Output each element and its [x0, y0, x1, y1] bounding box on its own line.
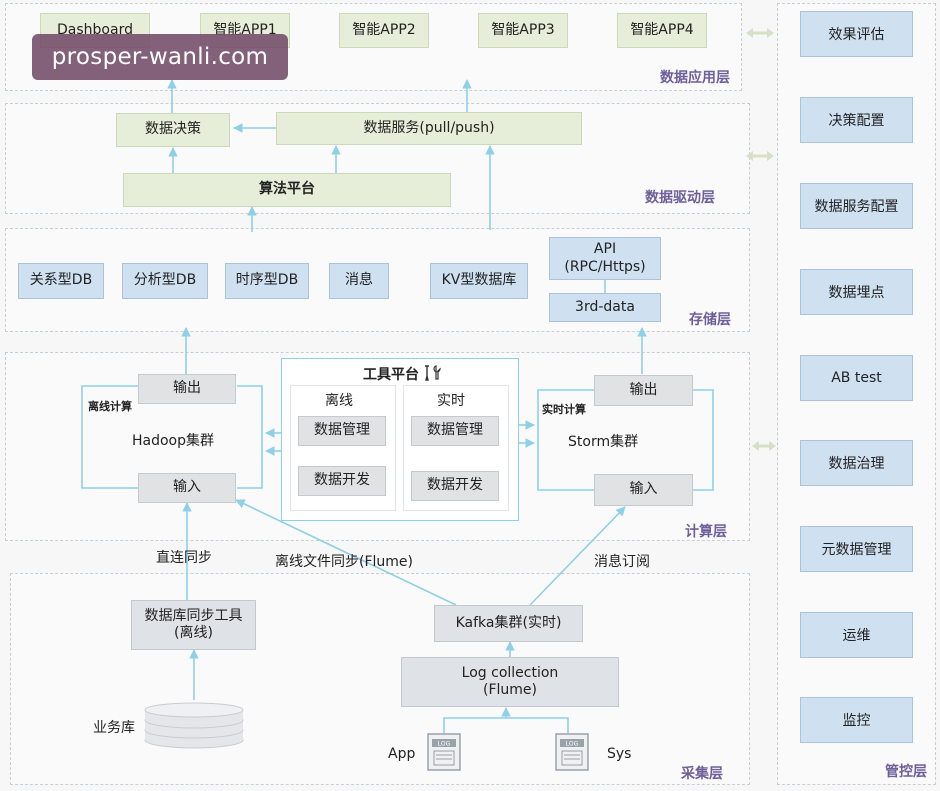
app-smart-app-2: 智能APP2 [339, 13, 429, 48]
offline-compute-note: 离线计算 [88, 400, 132, 413]
db-sync-tool-label: 数据库同步工具 [144, 607, 243, 624]
tool-platform-title: 工具平台 [363, 364, 442, 384]
hadoop-output-box: 输出 [138, 374, 236, 404]
layer-label-control: 管控层 [885, 764, 927, 780]
sys-log-tag: LOG [566, 741, 579, 748]
sys-log-icon: LOG [555, 733, 589, 771]
layer-label-app: 数据应用层 [660, 70, 730, 86]
business-db-label: 业务库 [93, 720, 135, 736]
control-metadata-management: 元数据管理 [800, 526, 913, 572]
analytic-db-box: 分析型DB [122, 263, 208, 299]
direct-sync-label: 直连同步 [156, 550, 212, 566]
tools-icon [424, 365, 441, 381]
third-data-box: 3rd-data [549, 293, 661, 322]
log-collection-label: Log collection [461, 664, 559, 681]
database-stack-icon [144, 702, 244, 749]
sys-source-label: Sys [607, 746, 632, 762]
kafka-cluster-box: Kafka集群(实时) [434, 605, 583, 642]
offline-label: 离线 [325, 393, 353, 409]
realtime-data-development: 数据开发 [411, 471, 499, 501]
realtime-compute-note: 实时计算 [542, 403, 586, 416]
layer-label-compute: 计算层 [685, 524, 727, 540]
control-effect-evaluation: 效果评估 [800, 11, 913, 57]
offline-data-development: 数据开发 [298, 466, 386, 496]
control-data-service-config: 数据服务配置 [800, 183, 913, 229]
control-decision-config: 决策配置 [800, 97, 913, 143]
algorithm-platform-box: 算法平台 [123, 173, 451, 207]
kv-db-box: KV型数据库 [430, 263, 528, 299]
realtime-label: 实时 [437, 393, 465, 409]
control-data-tracking: 数据埋点 [800, 269, 913, 315]
layer-label-drive: 数据驱动层 [645, 190, 715, 206]
layer-label-collect: 采集层 [681, 766, 723, 782]
storm-input-box: 输入 [594, 474, 693, 506]
layer-label-storage: 存储层 [689, 312, 731, 328]
control-operations: 运维 [800, 612, 913, 658]
log-collection-tool: (Flume) [483, 682, 537, 698]
watermark-banner: prosper-wanli.com [32, 34, 288, 80]
data-service-box: 数据服务(pull/push) [276, 112, 582, 145]
api-protocol-label: (RPC/Https) [564, 258, 646, 275]
storm-cluster-label: Storm集群 [568, 434, 639, 450]
message-subscription-label: 消息订阅 [594, 554, 650, 570]
storm-output-box: 输出 [594, 375, 693, 406]
app-log-icon: LOG [427, 733, 461, 771]
offline-file-sync-label: 离线文件同步(Flume) [275, 554, 413, 570]
hadoop-cluster-label: Hadoop集群 [132, 433, 215, 449]
db-sync-tool-mode: (离线) [174, 625, 213, 641]
api-label: API [593, 241, 617, 257]
realtime-data-management: 数据管理 [411, 416, 499, 446]
offline-data-management: 数据管理 [298, 416, 386, 446]
message-box: 消息 [329, 263, 389, 299]
app-smart-app-3: 智能APP3 [478, 13, 568, 48]
app-source-label: App [388, 746, 416, 762]
data-decision-box: 数据决策 [116, 113, 230, 147]
api-box: API (RPC/Https) [549, 237, 661, 280]
app-log-tag: LOG [438, 741, 451, 748]
tool-platform-title-text: 工具平台 [363, 367, 419, 383]
control-monitoring: 监控 [800, 697, 913, 743]
timeseries-db-box: 时序型DB [225, 263, 309, 299]
relational-db-box: 关系型DB [18, 263, 104, 299]
hadoop-input-box: 输入 [138, 473, 236, 503]
app-smart-app-4: 智能APP4 [617, 13, 707, 48]
control-ab-test: AB test [800, 355, 913, 401]
db-sync-tool-box: 数据库同步工具 (离线) [131, 600, 256, 650]
log-collection-box: Log collection (Flume) [401, 657, 619, 707]
control-data-governance: 数据治理 [800, 440, 913, 486]
